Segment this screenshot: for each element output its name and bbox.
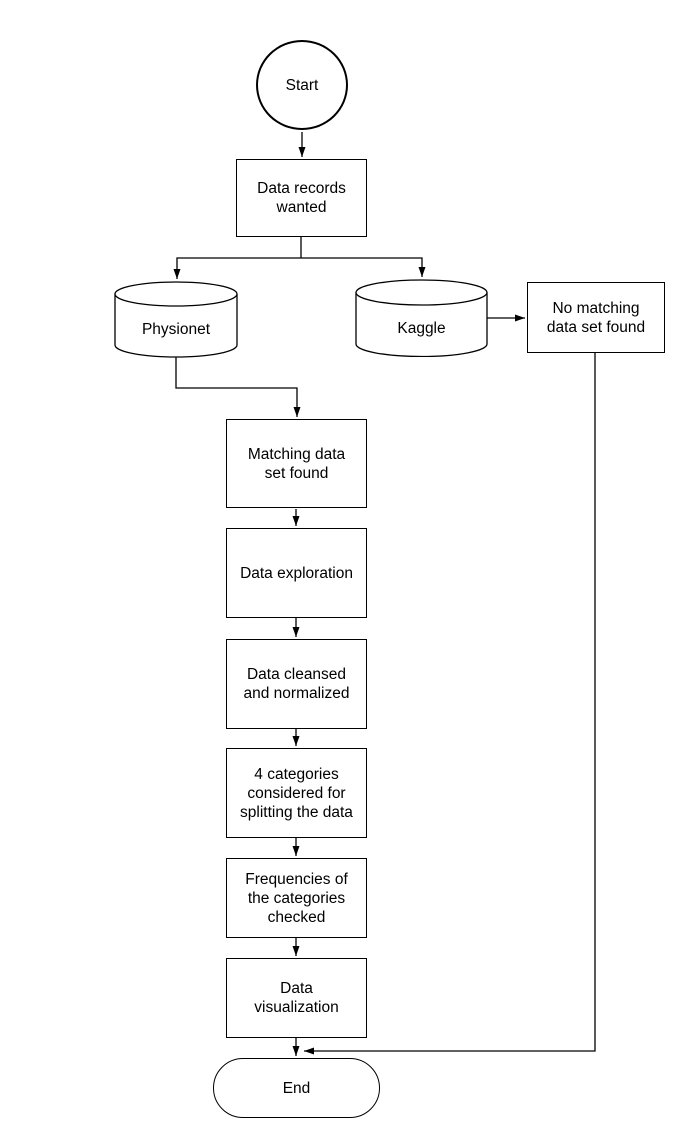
node-data-visualization: Data visualization (226, 958, 367, 1038)
node-label-line: Data (280, 980, 313, 997)
node-no-matching-data-set-found: No matching data set found (527, 282, 665, 353)
node-label-line: Matching data (247, 445, 346, 463)
node-label-line: the categories (247, 889, 346, 907)
node-physionet-database: Physionet (114, 281, 238, 358)
node-label-line: data set found (546, 318, 646, 336)
edge-physionet-to-matching (175, 357, 301, 417)
node-four-categories-splitting: 4 categories considered for splitting th… (226, 748, 367, 838)
node-label-line: checked (267, 908, 326, 926)
node-kaggle-database: Kaggle (355, 279, 488, 357)
node-data-cleansed-normalized: Data cleansed and normalized (226, 639, 367, 729)
edge-branch-to-kaggle (301, 257, 426, 277)
node-label-line: Data cleansed (246, 666, 347, 683)
cylinder-shape (114, 281, 238, 358)
node-start: Start (256, 40, 348, 130)
node-end: End (213, 1058, 380, 1118)
node-label-line: wanted (276, 199, 327, 216)
edge-branch-to-physionet (173, 257, 301, 279)
node-label: Physionet (141, 321, 211, 338)
node-label: Start (285, 76, 319, 94)
node-matching-data-set-found: Matching data set found (226, 419, 367, 508)
cylinder-shape (355, 279, 488, 357)
node-frequencies-checked: Frequencies of the categories checked (226, 858, 367, 938)
node-label-line: Frequencies of (245, 870, 348, 888)
node-label-line: visualization (254, 999, 339, 1016)
node-label: End (282, 1079, 311, 1097)
node-label: Data exploration (240, 564, 353, 582)
node-data-records-wanted: Data records wanted (236, 159, 367, 237)
node-label: Kaggle (397, 319, 446, 337)
node-label-line: set found (264, 464, 329, 482)
node-label-line: considered for (247, 784, 346, 802)
node-data-exploration: Data exploration (226, 528, 367, 618)
node-label-line: 4 categories (254, 765, 339, 783)
node-label-line: splitting the data (240, 803, 353, 821)
edge-no-matching-to-end (304, 353, 596, 1055)
node-label-line: and normalized (243, 685, 350, 702)
node-label-line: No matching (552, 299, 640, 317)
node-label-line: Data records (257, 180, 346, 197)
